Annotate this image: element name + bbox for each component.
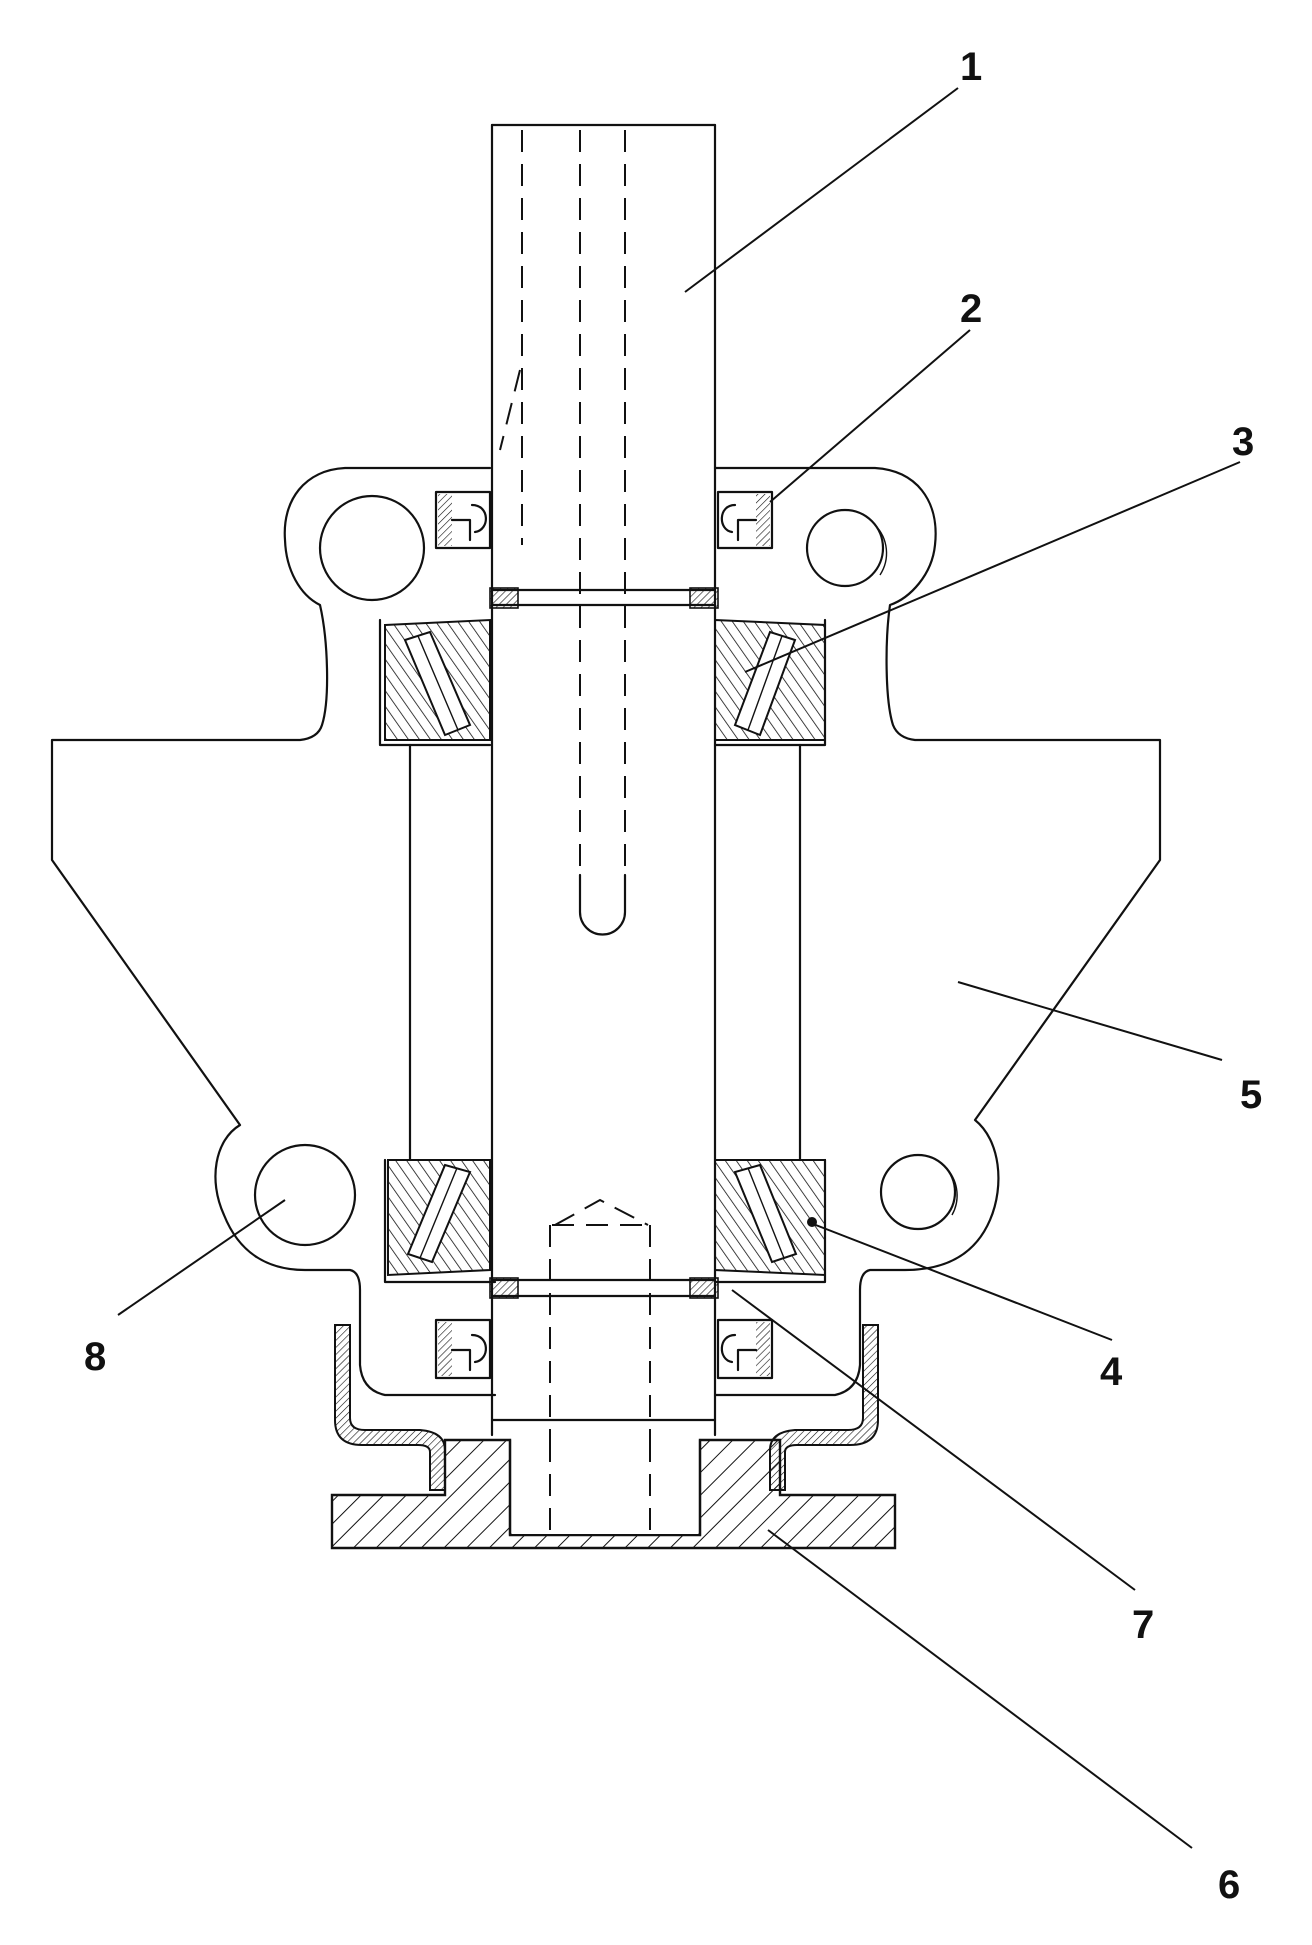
label-2: 2	[960, 287, 982, 331]
bolt-hole-top-left	[318, 494, 426, 602]
bolt-hole-top-right	[805, 508, 888, 588]
base-plate	[330, 1438, 897, 1550]
label-7: 7	[1132, 1603, 1154, 1647]
label-3: 3	[1232, 420, 1254, 464]
seal-top-left	[434, 490, 492, 550]
seal-bottom-left	[434, 1318, 492, 1380]
bearing-top-right	[714, 618, 826, 741]
seal-top-right	[716, 490, 774, 550]
leader-lines	[117, 87, 1241, 1849]
spacer-rings	[489, 587, 719, 1299]
label-8: 8	[84, 1335, 106, 1379]
label-1: 1	[960, 45, 982, 89]
label-5: 5	[1240, 1073, 1262, 1117]
label-6: 6	[1218, 1863, 1240, 1907]
bolt-hole-bottom-left	[253, 1143, 357, 1247]
label-4: 4	[1100, 1350, 1123, 1394]
bearing-top-left	[384, 618, 491, 741]
housing-outline	[50, 466, 1162, 1397]
bearing-bottom-left	[387, 1159, 491, 1277]
bearing-bottom-right	[714, 1159, 826, 1277]
seal-bottom-right	[716, 1318, 774, 1380]
shaft	[490, 123, 717, 1530]
bolt-hole-bottom-right	[879, 1153, 958, 1231]
